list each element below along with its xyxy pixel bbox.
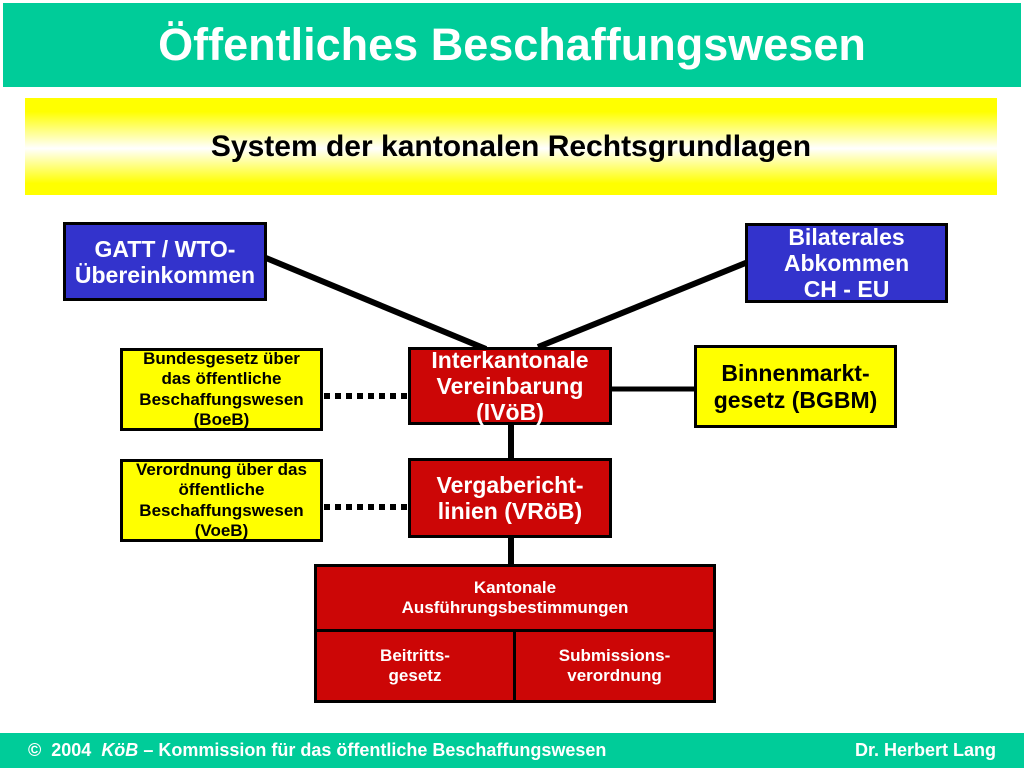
node-interkantonale-vereinbarung: Interkantonale Vereinbarung (IVöB) (408, 347, 612, 425)
node-bundesgesetz-boeb: Bundesgesetz über das öffentliche Bescha… (120, 348, 323, 431)
node-verordnung-voeb: Verordnung über das öffentliche Beschaff… (120, 459, 323, 542)
footer-org-name: – Kommission für das öffentliche Beschaf… (138, 740, 607, 760)
node-gatt-wto: GATT / WTO- Übereinkommen (63, 222, 267, 301)
node-beitrittsgesetz: Beitritts- gesetz (317, 632, 516, 700)
footer-org-abbr: KöB (101, 740, 139, 760)
node-bilaterales-abkommen: Bilaterales Abkommen CH - EU (745, 223, 948, 303)
footer-copyright: © 2004 KöB – Kommission für das öffentli… (28, 740, 606, 761)
node-submissionsverordnung: Submissions- verordnung (558, 645, 671, 685)
subtitle-band: System der kantonalen Rechtsgrundlagen (25, 98, 997, 195)
slide-title: Öffentliches Beschaffungswesen (158, 19, 866, 70)
connector-gatt-to-ivoeb (264, 255, 488, 352)
footer-author: Dr. Herbert Lang (854, 740, 996, 760)
header-band: Öffentliches Beschaffungswesen (3, 3, 1021, 87)
footer-band: © 2004 KöB – Kommission für das öffentli… (0, 733, 1024, 768)
node-kantonale-group: Kantonale Ausführungsbestimmungen Beitri… (314, 564, 716, 703)
footer-copyright-year: © 2004 (28, 740, 102, 760)
node-binnenmarktgesetz-bgbm: Binnenmarkt- gesetz (BGBM) (694, 345, 897, 428)
kantonale-subrow: Beitritts- gesetz Submissions- verordnun… (317, 632, 713, 700)
node-vergaberichtlinien-vroeb: Vergabericht- linien (VRöB) (408, 458, 612, 538)
node-kantonale-ausfuehrungsbestimmungen: Kantonale Ausführungsbestimmungen (317, 567, 713, 632)
slide-subtitle: System der kantonalen Rechtsgrundlagen (210, 129, 812, 163)
connector-bilateral-to-ivoeb (536, 259, 750, 350)
